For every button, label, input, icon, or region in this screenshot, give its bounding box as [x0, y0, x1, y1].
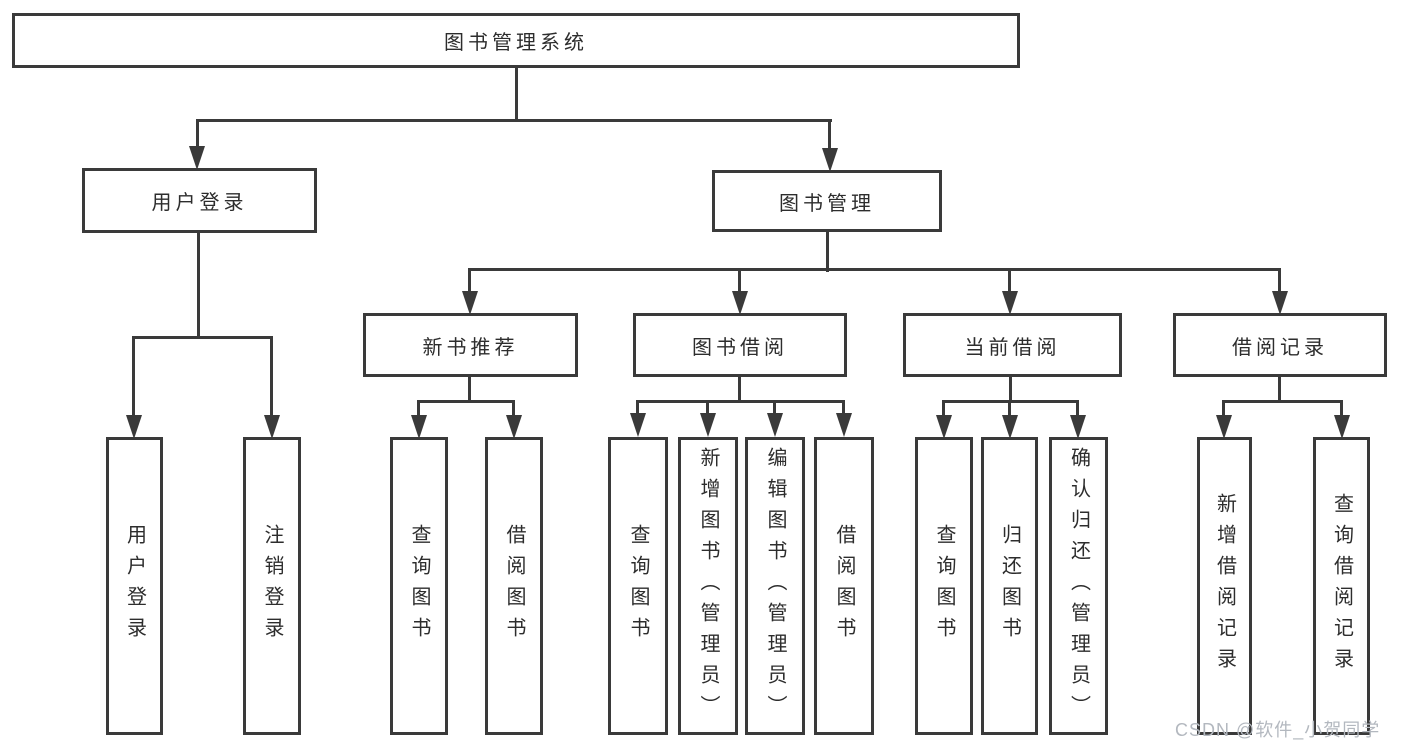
connector-line: [515, 68, 518, 121]
arrowhead-icon: [700, 413, 716, 437]
leaf-add-borrow-record: 新增借阅记录: [1197, 437, 1252, 735]
connector-line: [1278, 377, 1281, 403]
connector-line: [1340, 400, 1343, 418]
node-book-management: 图书管理: [712, 170, 942, 232]
leaf-logout: 注销登录: [243, 437, 301, 735]
arrowhead-icon: [1216, 415, 1232, 439]
arrowhead-icon: [1002, 291, 1018, 315]
csdn-watermark: CSDN @软件_小贺同学: [1175, 720, 1381, 740]
connector-line: [197, 233, 200, 339]
arrowhead-icon: [126, 415, 142, 439]
connector-line: [417, 400, 420, 418]
leaf-borrowing-borrow-books-label: 借阅图书: [833, 524, 855, 648]
arrowhead-icon: [732, 291, 748, 315]
leaf-logout-label: 注销登录: [261, 524, 283, 648]
connector-line: [196, 119, 832, 122]
leaf-borrowing-borrow-books: 借阅图书: [814, 437, 874, 735]
connector-line: [738, 377, 741, 403]
connector-line: [1008, 268, 1011, 294]
arrowhead-icon: [630, 413, 646, 437]
leaf-newbooks-borrow-books-label: 借阅图书: [503, 524, 525, 648]
node-book-borrowing: 图书借阅: [633, 313, 847, 377]
node-root: 图书管理系统: [12, 13, 1020, 68]
arrowhead-icon: [506, 415, 522, 439]
node-current-borrowing: 当前借阅: [903, 313, 1122, 377]
node-book-management-label: 图书管理: [779, 192, 875, 215]
connector-line: [512, 400, 515, 418]
leaf-current-query-books-label: 查询图书: [933, 524, 955, 648]
leaf-add-borrow-record-label: 新增借阅记录: [1213, 493, 1236, 679]
connector-line: [842, 400, 845, 416]
leaf-edit-books-admin-label: 编辑图书（管理员）: [764, 446, 786, 726]
connector-line: [468, 377, 471, 403]
leaf-confirm-return-admin: 确认归还（管理员）: [1049, 437, 1108, 735]
connector-line: [132, 336, 273, 339]
arrowhead-icon: [767, 413, 783, 437]
leaf-edit-books-admin: 编辑图书（管理员）: [745, 437, 805, 735]
arrowhead-icon: [836, 413, 852, 437]
arrowhead-icon: [1334, 415, 1350, 439]
connector-line: [636, 400, 845, 403]
connector-line: [1278, 268, 1281, 294]
leaf-newbooks-query-books-label: 查询图书: [408, 524, 430, 648]
leaf-confirm-return-admin-label: 确认归还（管理员）: [1067, 446, 1090, 726]
connector-line: [636, 400, 639, 416]
node-borrow-records: 借阅记录: [1173, 313, 1387, 377]
connector-line: [1008, 400, 1011, 418]
leaf-add-books-admin: 新增图书（管理员）: [678, 437, 738, 735]
leaf-query-borrow-record-label: 查询借阅记录: [1330, 493, 1353, 679]
node-current-borrowing-label: 当前借阅: [964, 336, 1061, 359]
connector-line: [826, 232, 829, 272]
connector-line: [706, 400, 709, 416]
arrowhead-icon: [1070, 415, 1086, 439]
connector-line: [1009, 377, 1012, 403]
leaf-newbooks-borrow-books: 借阅图书: [485, 437, 543, 735]
connector-line: [738, 268, 741, 294]
connector-line: [1076, 400, 1079, 418]
arrowhead-icon: [822, 148, 838, 172]
node-user-login-label: 用户登录: [151, 192, 248, 214]
leaf-return-books: 归还图书: [981, 437, 1038, 735]
arrowhead-icon: [264, 415, 280, 439]
connector-line: [132, 336, 135, 418]
connector-line: [196, 119, 199, 149]
arrowhead-icon: [462, 291, 478, 315]
leaf-borrowing-query-books-label: 查询图书: [627, 524, 649, 648]
node-borrow-records-label: 借阅记录: [1232, 336, 1328, 359]
arrowhead-icon: [936, 415, 952, 439]
arrowhead-icon: [1272, 291, 1288, 315]
leaf-user-login: 用户登录: [106, 437, 163, 735]
leaf-newbooks-query-books: 查询图书: [390, 437, 448, 735]
connector-line: [417, 400, 515, 403]
node-root-label: 图书管理系统: [444, 32, 588, 54]
connector-line: [942, 400, 945, 418]
node-new-book-recommend: 新书推荐: [363, 313, 578, 377]
connector-line: [828, 119, 831, 151]
leaf-user-login-label: 用户登录: [123, 524, 146, 648]
node-new-book-recommend-label: 新书推荐: [422, 336, 519, 359]
connector-line: [1222, 400, 1225, 418]
leaf-borrowing-query-books: 查询图书: [608, 437, 668, 735]
connector-line: [270, 336, 273, 418]
leaf-add-books-admin-label: 新增图书（管理员）: [697, 446, 719, 726]
arrowhead-icon: [1002, 415, 1018, 439]
leaf-current-query-books: 查询图书: [915, 437, 973, 735]
leaf-query-borrow-record: 查询借阅记录: [1313, 437, 1370, 735]
connector-line: [1222, 400, 1343, 403]
connector-line: [468, 268, 471, 294]
arrowhead-icon: [189, 146, 205, 170]
arrowhead-icon: [411, 415, 427, 439]
node-user-login: 用户登录: [82, 168, 317, 233]
connector-line: [468, 268, 1281, 271]
connector-line: [773, 400, 776, 416]
leaf-return-books-label: 归还图书: [998, 524, 1021, 648]
node-book-borrowing-label: 图书借阅: [692, 336, 788, 359]
